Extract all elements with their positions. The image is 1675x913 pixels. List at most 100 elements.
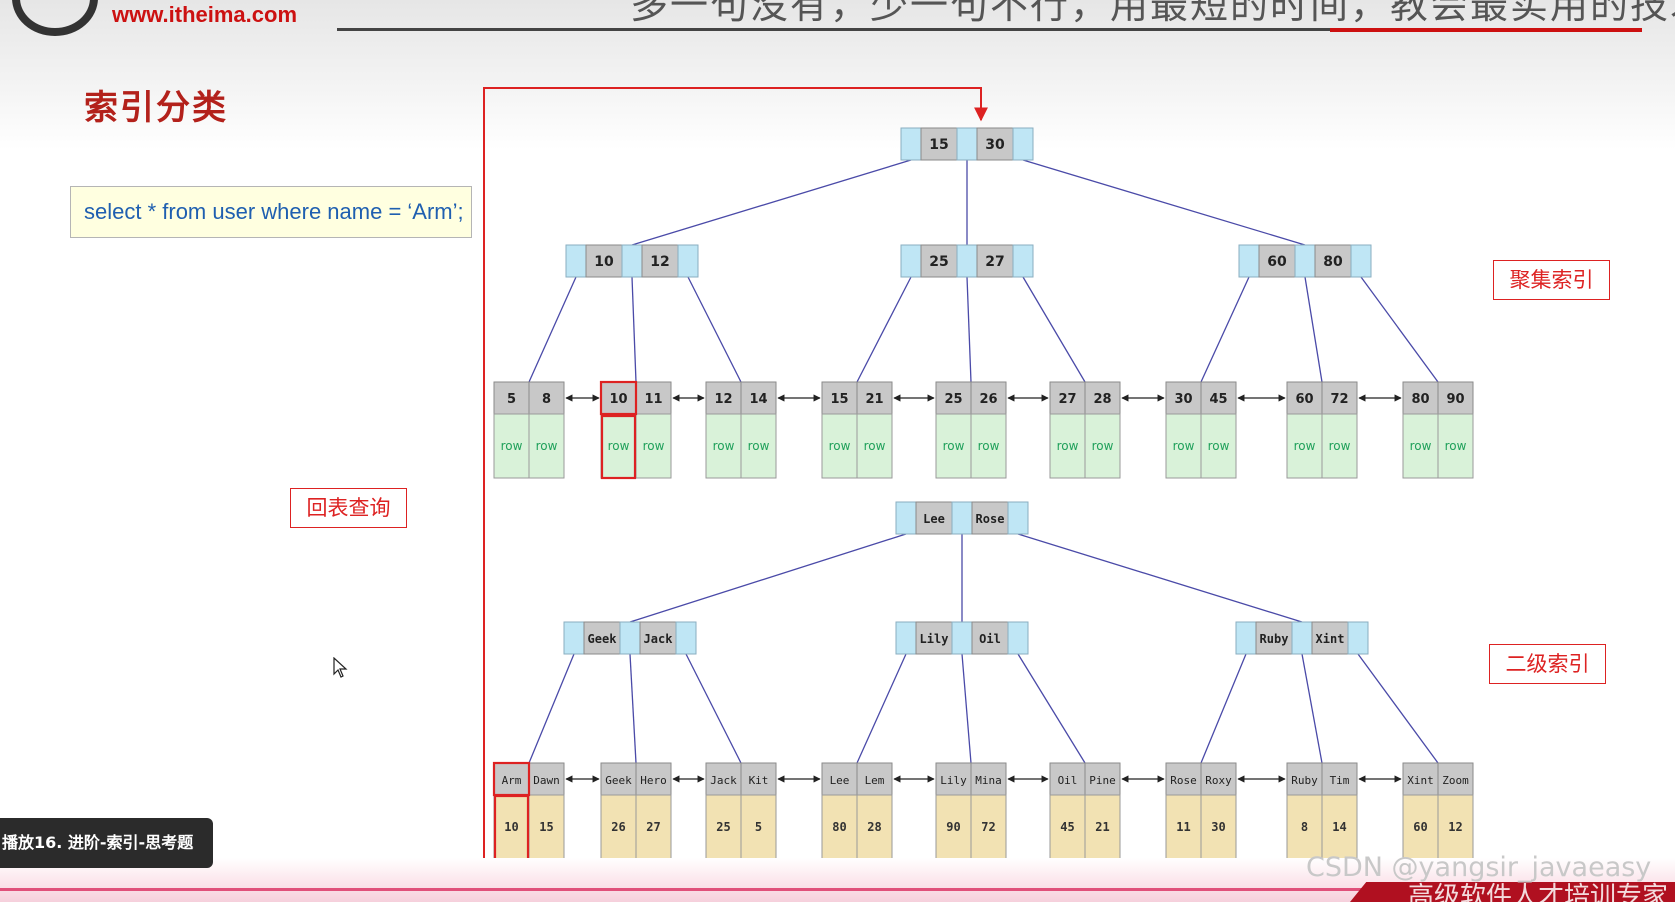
pointer-slot [1007,501,1029,535]
leaf-value-text: 26 [611,820,625,834]
leaf-value-cell [1084,794,1121,860]
leaf-key-text: Pine [1089,774,1116,787]
leaf-key-cell [740,762,777,796]
clustered-tree-edge [1200,276,1250,383]
key-text: Lily [920,632,949,646]
leaf-key-text: Tim [1330,774,1350,787]
leaf-key-text: 72 [1330,392,1348,407]
leaf-value-text: row [1173,439,1195,453]
clustered-tree-edge [1022,276,1086,383]
pointer-slot [900,244,922,278]
secondary-tree-edge [1017,653,1086,764]
pointer-slot [900,127,922,161]
pointer-slot [1235,621,1257,655]
leaf-value-text: 72 [981,820,995,834]
leaf-value-text: 80 [832,820,846,834]
leaf-key-text: Lem [865,774,885,787]
leaf-key-cell [528,762,565,796]
clustered-tree-edge [1022,159,1306,246]
clustered-tree-edge [856,276,912,383]
key-text: 60 [1267,254,1287,270]
leaf-value-cell [856,413,893,479]
key-cell [920,127,958,161]
leaf-value-cell [1165,413,1202,479]
pointer-slot [565,244,587,278]
leaf-key-text: 27 [1058,392,1076,407]
leaf-key-text: 26 [979,392,997,407]
leaf-key-text: Mina [975,774,1002,787]
leaf-value-text: 25 [716,820,730,834]
leaf-value-cell [1165,794,1202,860]
pointer-slot [677,244,699,278]
leaf-key-text: Dawn [533,774,560,787]
leaf-value-cell [1049,794,1086,860]
leaf-value-text: row [1410,439,1432,453]
leaf-key-cell [1286,762,1323,796]
leaf-key-text: Lee [830,774,850,787]
header-divider [337,28,1642,31]
leaf-key-text: 30 [1174,392,1192,407]
pointer-slot [1350,244,1372,278]
leaf-key-text: Jack [710,774,737,787]
leaf-value-cell [493,413,530,479]
pointer-slot [1238,244,1260,278]
leaf-value-text: 30 [1211,820,1225,834]
leaf-value-cell [935,413,972,479]
leaf-key-cell [1437,762,1474,796]
key-text: Lee [923,512,945,526]
leaf-value-text: 11 [1176,820,1190,834]
leaf-value-text: row [978,439,1000,453]
slide-title: 索引分类 [84,88,228,128]
leaf-key-cell [1402,762,1439,796]
secondary-tree-edge [528,653,575,764]
leaf-value-cell [1286,794,1323,860]
leaf-key-text: Roxy [1205,774,1232,787]
key-cell [915,501,953,535]
leaf-value-text: row [829,439,851,453]
key-text: 10 [594,254,614,270]
pointer-slot [951,501,973,535]
leaf-key-text: 80 [1411,392,1429,407]
secondary-index-label: 二级索引 [1489,644,1606,684]
clustered-index-label: 聚集索引 [1493,260,1610,300]
secondary-tree-edge [961,653,972,764]
clustered-tree-edge [1304,276,1323,383]
leaf-key-cell [1084,762,1121,796]
secondary-tree-edge [1017,533,1303,623]
key-text: 25 [929,254,948,270]
key-text: 30 [985,137,1005,153]
pointer-slot [956,244,978,278]
leaf-value-text: 28 [867,820,881,834]
leaf-value-text: 60 [1413,820,1427,834]
clustered-tree-edge [687,276,742,383]
leaf-value-text: 5 [755,820,762,834]
key-text: Jack [644,632,674,646]
leaf-key-text: 12 [714,392,732,407]
key-cell [971,501,1009,535]
leaf-key-cell [705,762,742,796]
leaf-value-text: row [1057,439,1079,453]
leaf-value-text: 15 [539,820,553,834]
leaf-value-cell [856,794,893,860]
highlight-row-10 [600,414,637,480]
key-cell [1314,244,1352,278]
footer-line [0,888,1675,891]
leaf-value-cell [600,794,637,860]
leaf-value-cell [1049,413,1086,479]
leaf-key-cell [970,381,1007,415]
header-slogan: 多一句没有，少一句不行，用最短的时间，教会最实用的技术！ [630,0,1675,27]
leaf-value-text: row [536,439,558,453]
leaf-value-cell [740,794,777,860]
leaf-key-cell [1049,381,1086,415]
leaf-key-cell [821,762,858,796]
leaf-value-text: 27 [646,820,660,834]
pointer-slot [563,621,585,655]
